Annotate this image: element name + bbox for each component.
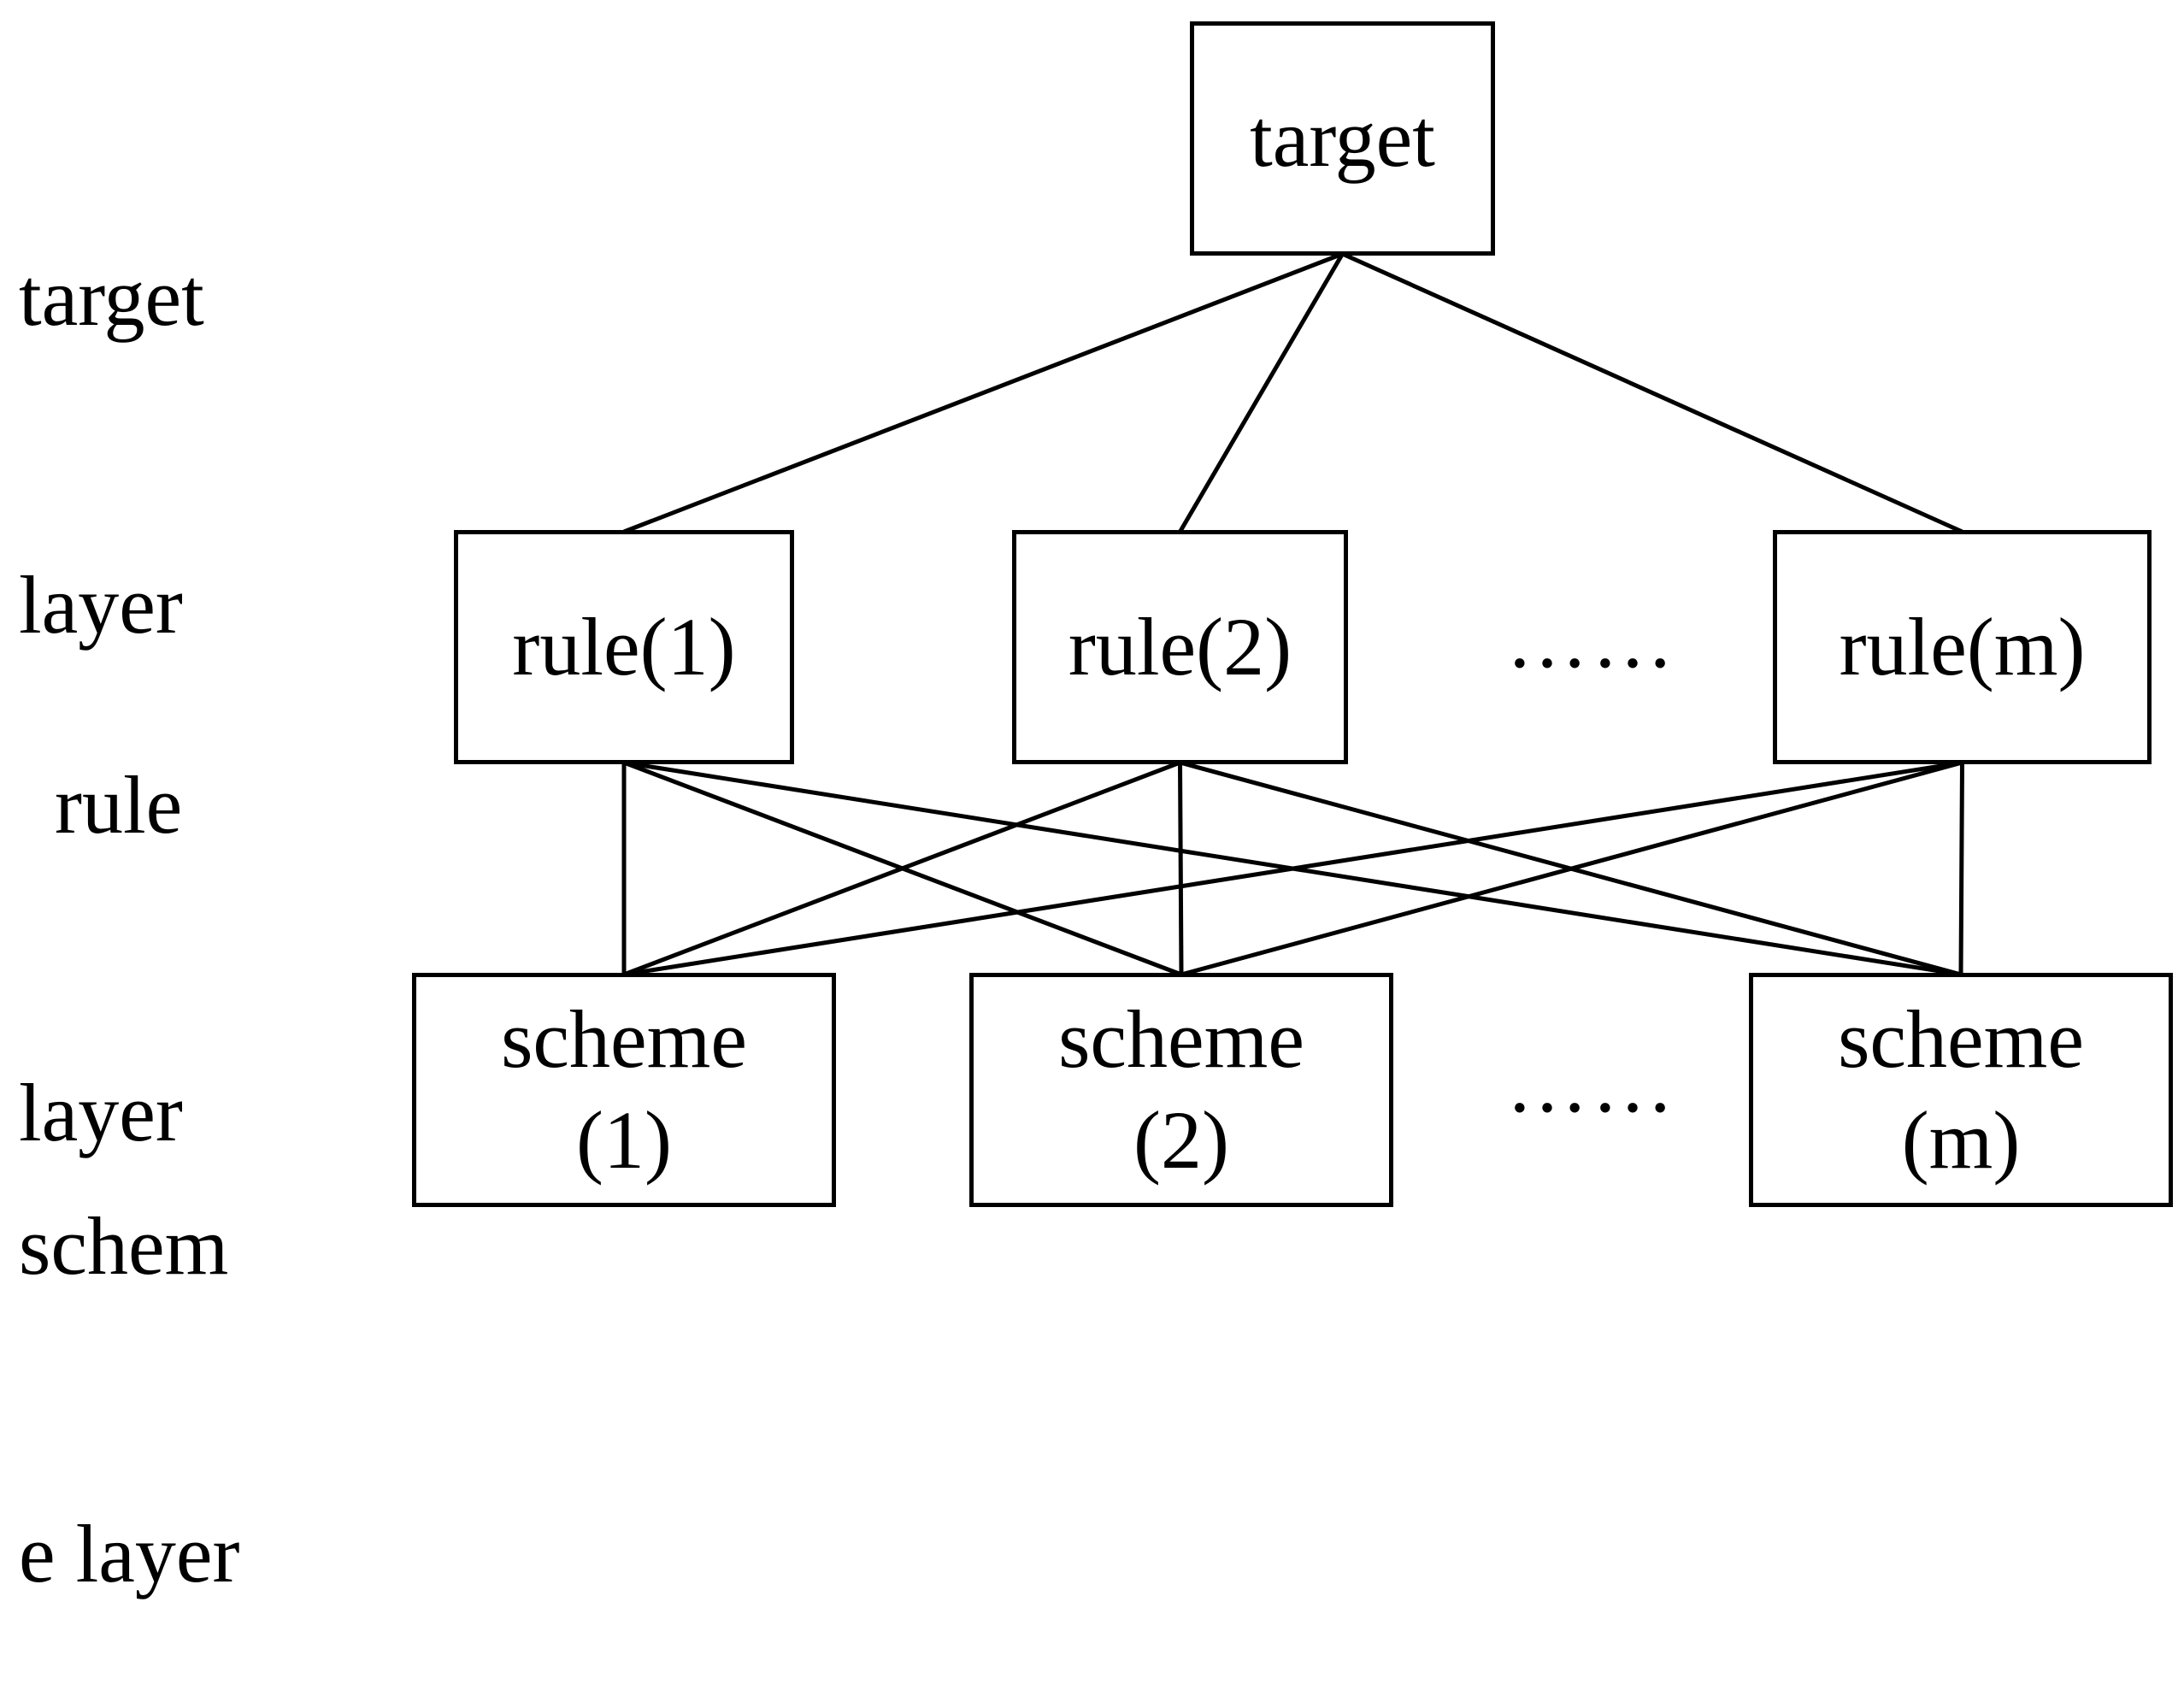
rule-2-node-label: rule(2) [1068, 601, 1292, 692]
rule-layer-label: rule layer [19, 549, 292, 1267]
connector-lines [621, 251, 1964, 977]
rule-layer-label-line-2: layer [19, 1067, 183, 1158]
scheme-2-node: scheme (2) [969, 973, 1393, 1207]
target-node-label: target [1250, 92, 1435, 184]
scheme-layer-label-line-2: e layer [19, 1508, 240, 1599]
edge-target-to-rule-2 [1178, 252, 1345, 533]
scheme-m-node-label-line-2: (m) [1901, 1094, 2021, 1186]
scheme-1-node: scheme (1) [412, 973, 836, 1207]
scheme-1-node-label-line-2: (1) [576, 1094, 672, 1186]
rule-ellipsis: …… [1506, 593, 1677, 685]
edge-rule-2-to-scheme-1 [623, 760, 1181, 977]
scheme-1-node-label-line-1: scheme [501, 993, 747, 1085]
edge-target-to-rule-1 [623, 251, 1344, 534]
edge-rule-m-to-scheme-m [1958, 762, 1964, 975]
target-layer-label: target layer [19, 41, 292, 759]
edge-rule-m-to-scheme-1 [623, 760, 1963, 977]
target-layer-label-line-1: target [19, 251, 204, 343]
rule-1-node-label: rule(1) [512, 601, 736, 692]
rule-2-node: rule(2) [1012, 530, 1348, 764]
rule-m-node: rule(m) [1773, 530, 2152, 764]
rule-m-node-label: rule(m) [1839, 601, 2086, 692]
target-node: target [1190, 21, 1495, 256]
target-layer-label-line-2: layer [19, 559, 183, 651]
scheme-m-node-label-line-1: scheme [1838, 993, 2084, 1085]
edge-target-to-rule-m [1341, 251, 1963, 534]
rule-1-node: rule(1) [454, 530, 794, 764]
scheme-layer-label: schem e layer [19, 990, 292, 1708]
rule-layer-label-line-1: rule [55, 759, 183, 851]
edge-rule-m-to-scheme-2 [1180, 760, 1963, 977]
scheme-2-node-label-line-2: (2) [1133, 1094, 1229, 1186]
scheme-2-node-label-line-1: scheme [1058, 993, 1304, 1085]
scheme-layer-label-line-1: schem [19, 1200, 229, 1292]
edge-rule-2-to-scheme-2 [1178, 762, 1184, 975]
scheme-ellipsis: …… [1506, 1038, 1677, 1129]
scheme-m-node: scheme (m) [1749, 973, 2173, 1207]
